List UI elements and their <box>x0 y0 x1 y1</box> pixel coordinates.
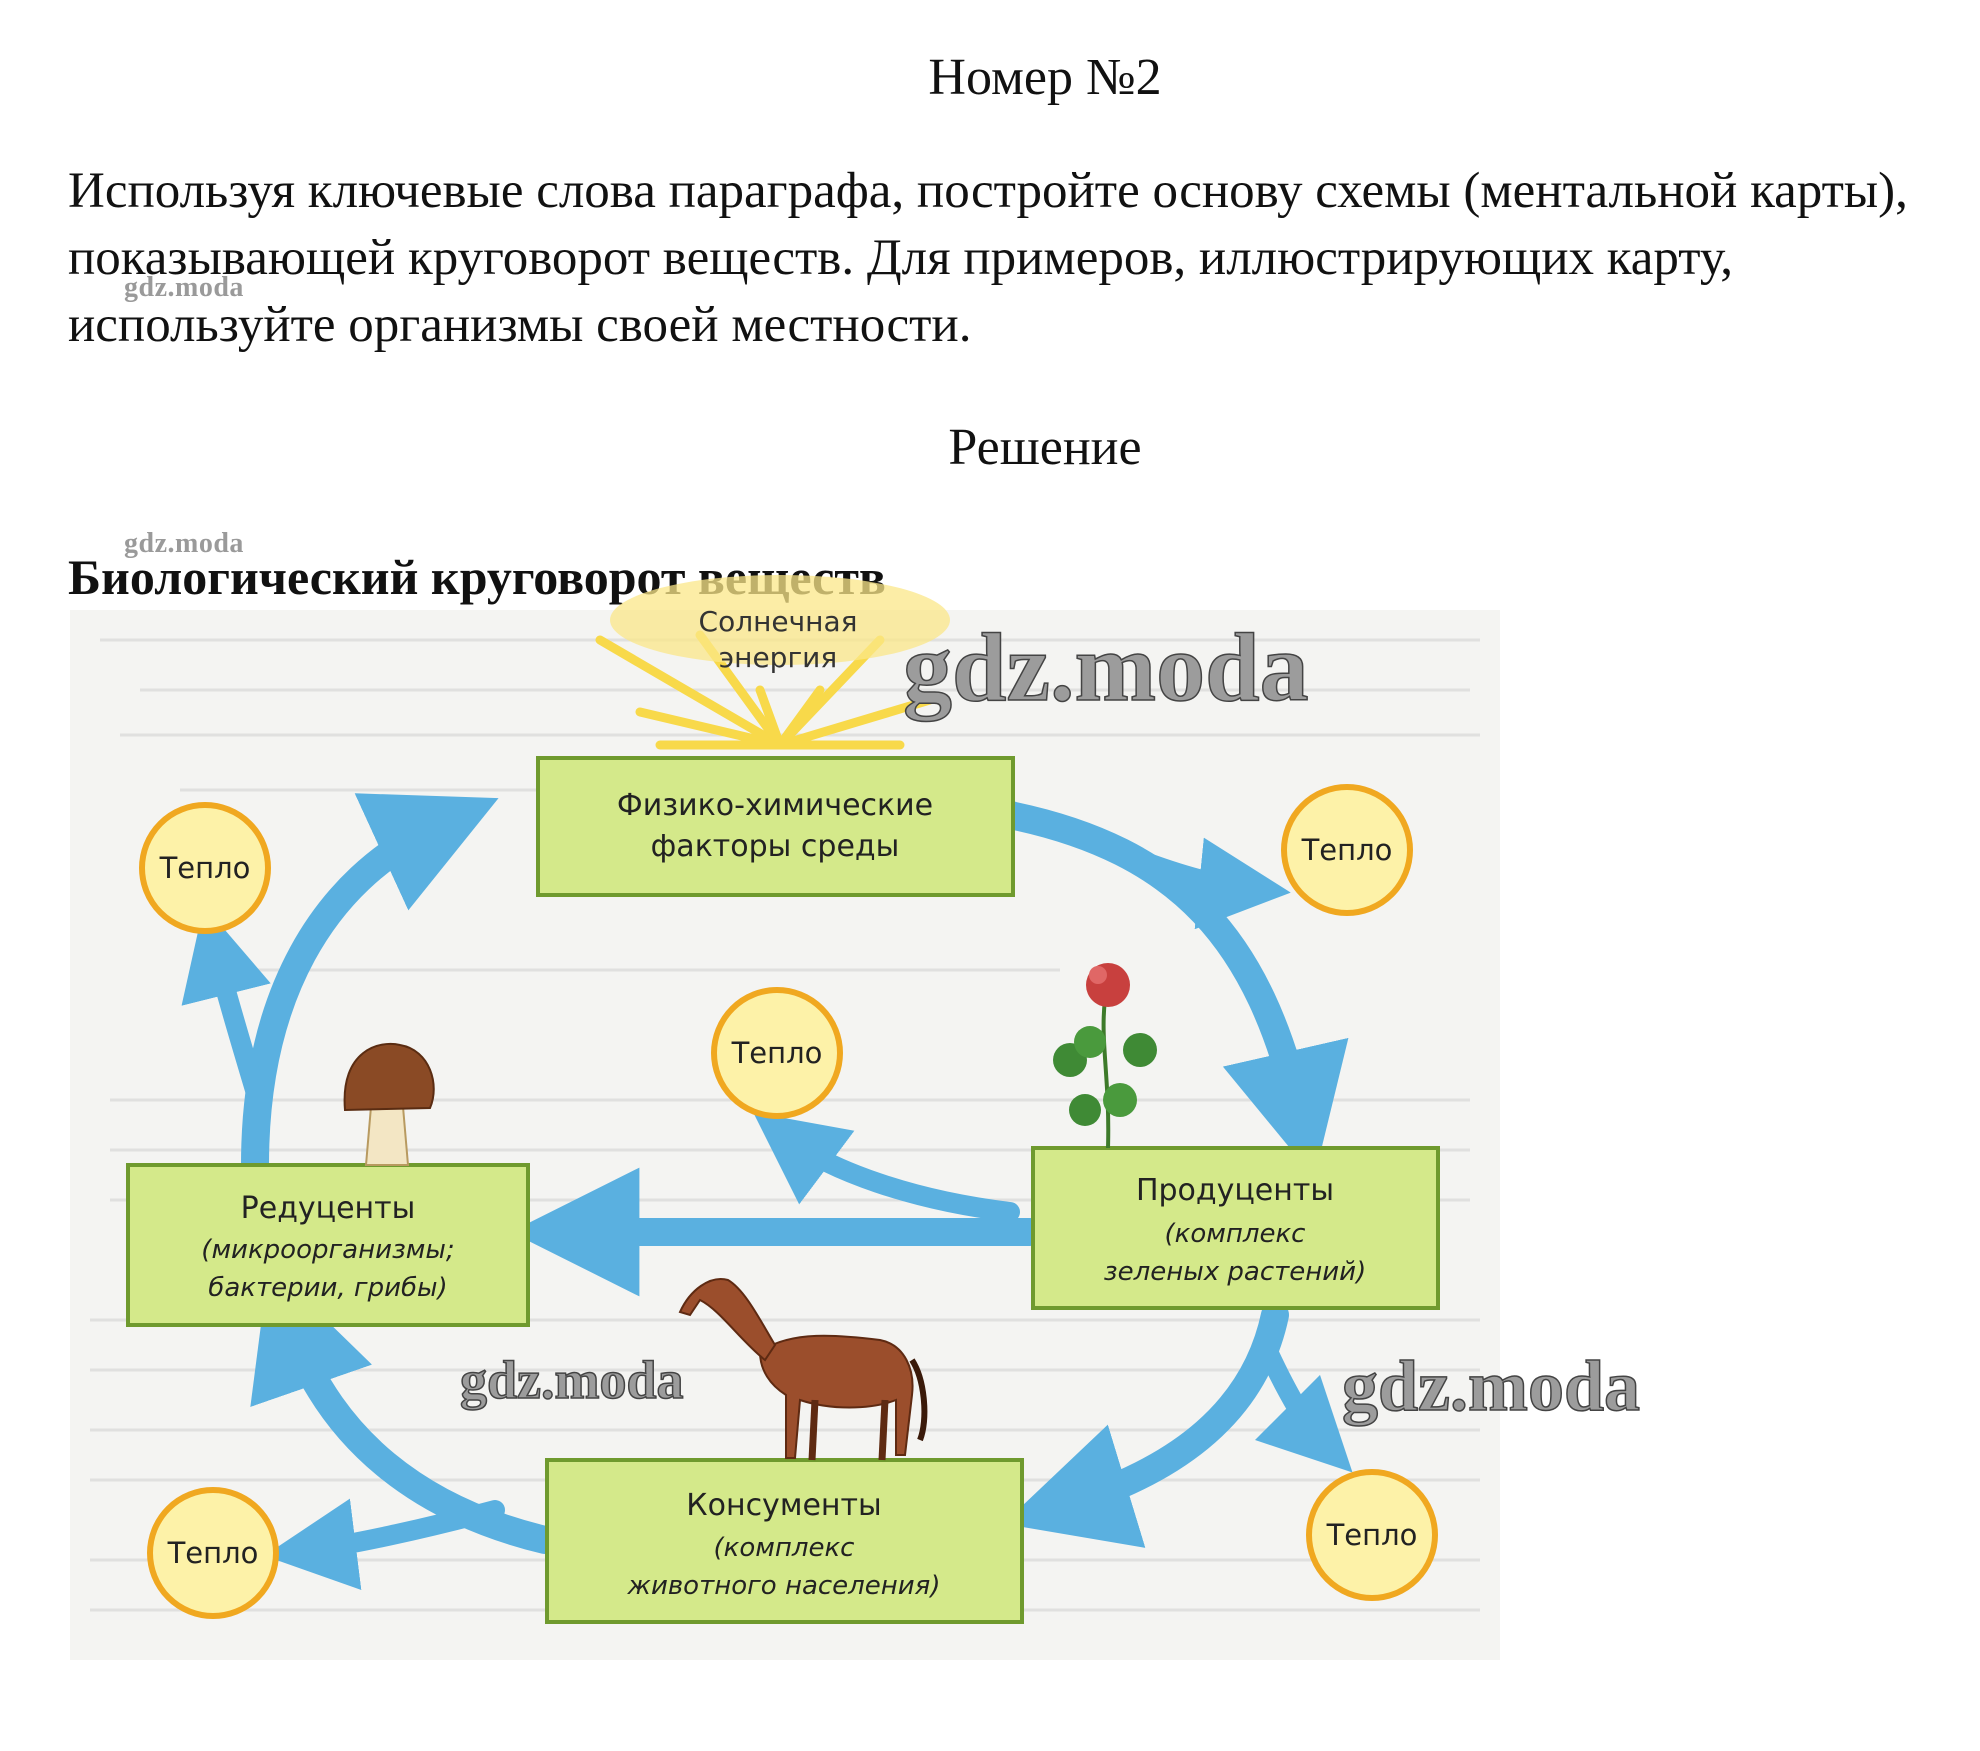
horse-icon <box>678 1278 928 1461</box>
reducers-line1: Редуценты <box>241 1191 416 1226</box>
consumers-line2: (комплекс <box>714 1533 855 1563</box>
arrow-heat-top-right <box>1130 837 1291 930</box>
watermark-large-1: gdz.moda <box>903 614 1309 722</box>
arrow-heat-bottom-left <box>264 1498 505 1590</box>
consumers-line1: Консументы <box>686 1488 881 1523</box>
sun-label-line1: Солнечная <box>699 605 858 638</box>
watermark-small-3: gdz.moda <box>124 752 244 783</box>
page-number: Номер №2 <box>928 49 1162 106</box>
mushroom-icon <box>343 1042 435 1166</box>
sun-label-line2: энергия <box>719 641 837 674</box>
arrow-reducers-to-factors <box>241 793 499 1179</box>
heat-label-top-right: Тепло <box>1301 833 1393 867</box>
arrow-producers-to-consumers <box>1003 1301 1289 1548</box>
producers-line3: зеленых растений) <box>1104 1257 1366 1287</box>
reducers-line3: бактерии, грибы) <box>208 1273 447 1303</box>
reducers-box: Редуценты (микроорганизмы; бактерии, гри… <box>126 1163 530 1327</box>
heat-circle-bottom-right: Тепло <box>1306 1469 1438 1601</box>
heat-label-bottom-left: Тепло <box>167 1536 259 1570</box>
task-text: Используя ключевые слова параграфа, пост… <box>68 163 1908 353</box>
heat-label-top-left: Тепло <box>159 851 251 885</box>
watermark-large-2: gdz.moda <box>460 1350 684 1410</box>
arrow-heat-top-left <box>181 905 271 1100</box>
heat-label-center: Тепло <box>731 1036 823 1070</box>
factors-line2: факторы среды <box>651 829 900 864</box>
arrow-heat-center <box>753 1112 1020 1222</box>
clover-icon <box>1053 963 1157 1149</box>
solution-heading: Решение <box>948 419 1142 476</box>
producers-line2: (комплекс <box>1165 1219 1306 1249</box>
consumers-box: Консументы (комплекс животного населения… <box>545 1458 1024 1624</box>
factors-box: Физико-химические факторы среды <box>536 756 1015 897</box>
heat-circle-center: Тепло <box>711 987 843 1119</box>
watermark-small-2: gdz.moda <box>124 528 244 559</box>
watermark-small-4: gdz.moda <box>88 996 196 1023</box>
consumers-line3: животного населения) <box>627 1571 941 1601</box>
producers-box: Продуценты (комплекс зеленых растений) <box>1031 1146 1440 1310</box>
heat-circle-top-right: Тепло <box>1281 784 1413 916</box>
background-faded-text <box>90 638 1480 1612</box>
heat-circle-top-left: Тепло <box>139 802 271 934</box>
factors-line1: Физико-химические <box>617 788 933 823</box>
watermark-large-3: gdz.moda <box>1342 1346 1640 1426</box>
producers-line1: Продуценты <box>1136 1173 1334 1208</box>
heat-circle-bottom-left: Тепло <box>147 1487 279 1619</box>
reducers-line2: (микроорганизмы; <box>201 1235 454 1265</box>
watermark-small-1: gdz.moda <box>124 272 244 303</box>
arrow-factors-to-producers <box>996 801 1349 1178</box>
arrow-heat-bottom-right <box>1254 1335 1353 1473</box>
heat-label-bottom-right: Тепло <box>1326 1518 1418 1552</box>
